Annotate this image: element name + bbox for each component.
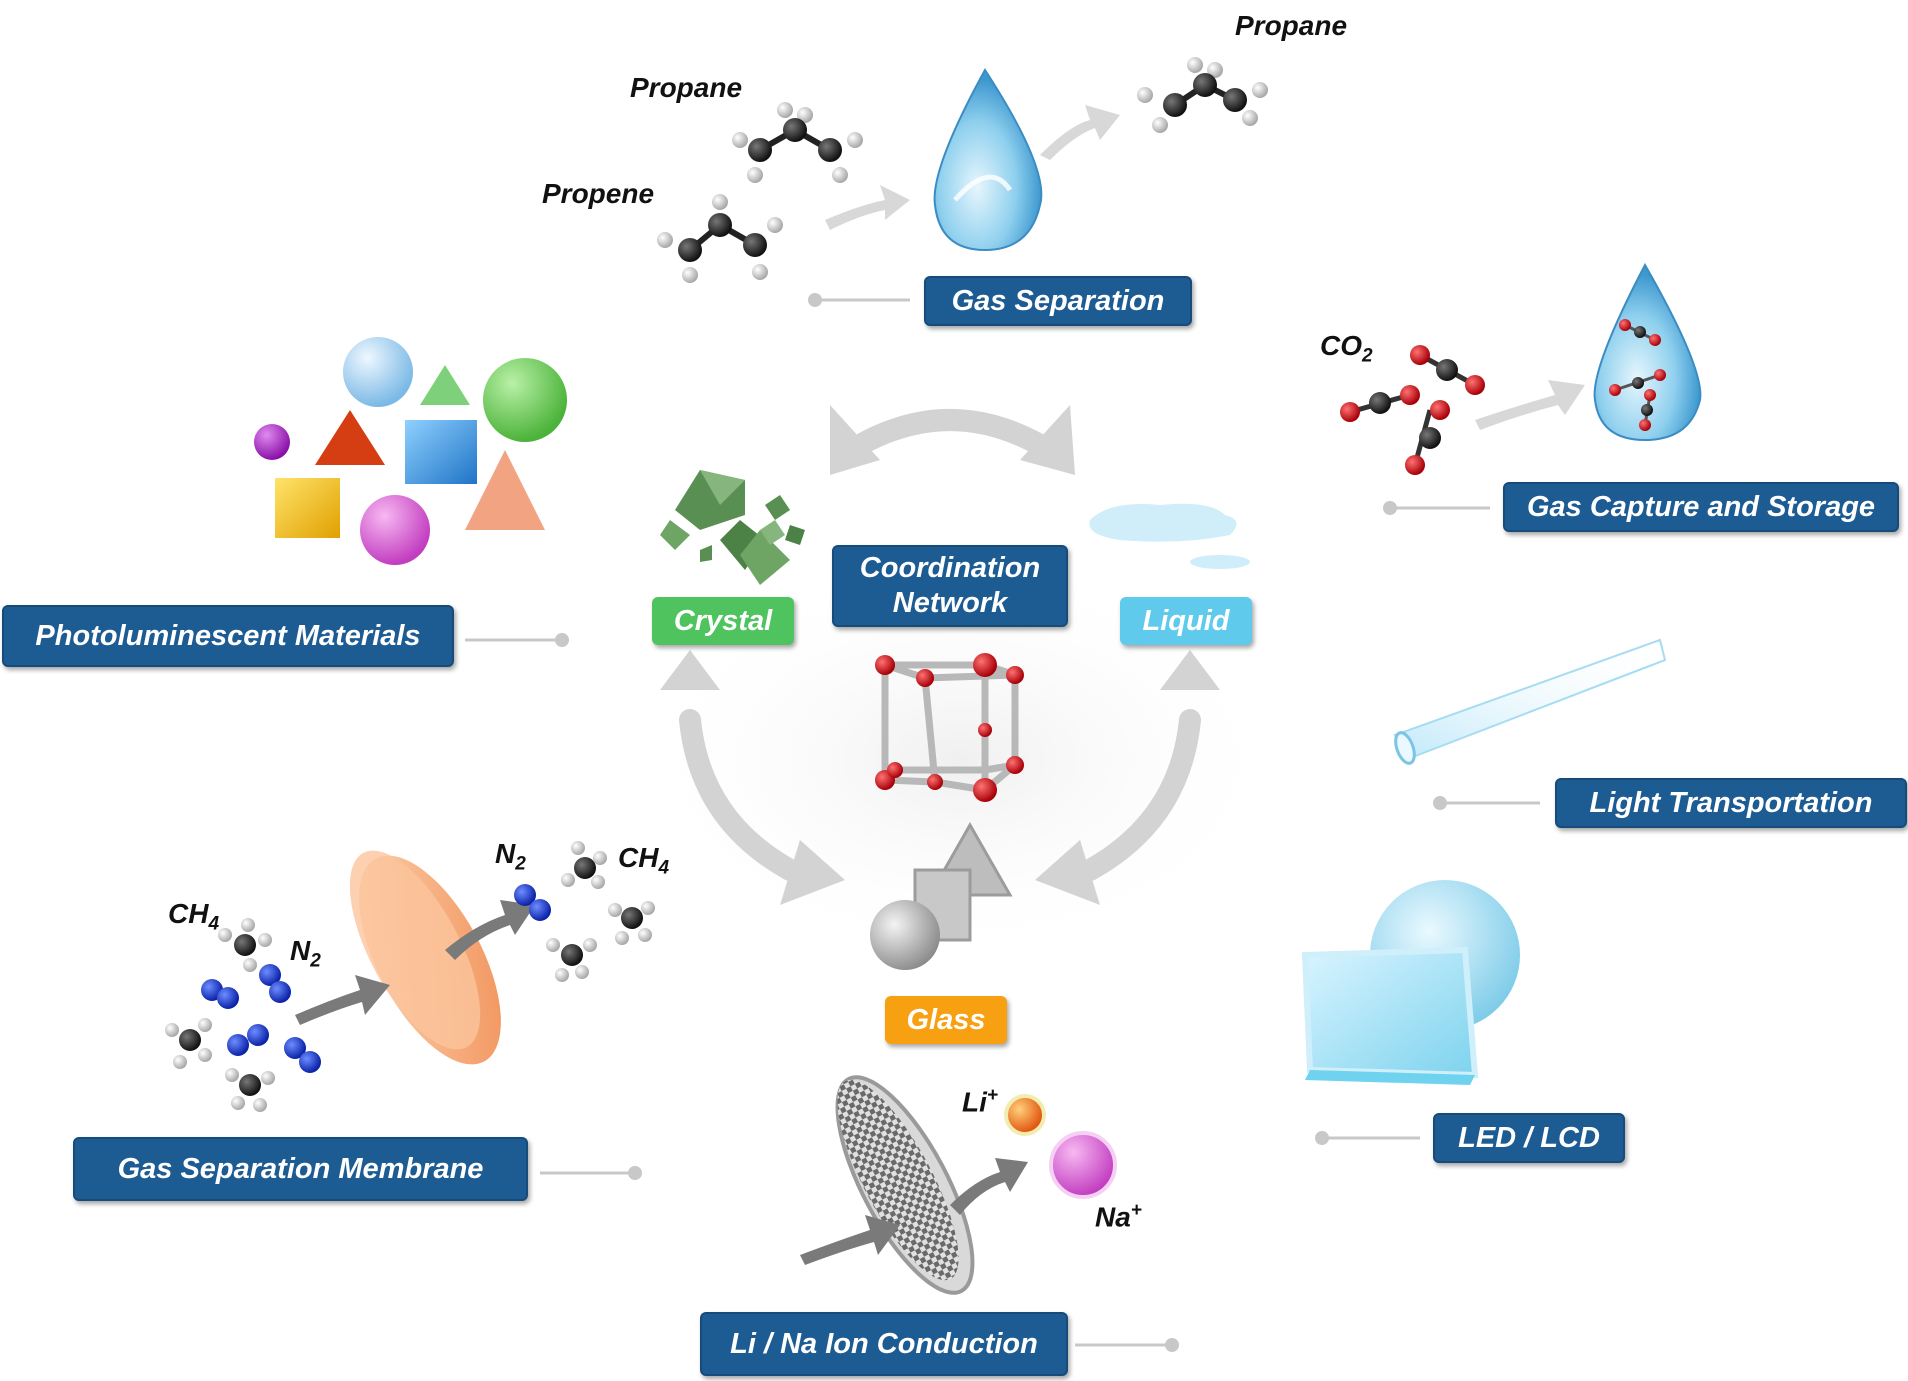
membrane-arrows	[295, 900, 535, 1025]
ch4-molecules-left	[165, 918, 275, 1112]
membrane-disk	[349, 850, 501, 1065]
ion-arrows	[800, 1158, 1028, 1265]
co2-arrow	[1475, 380, 1585, 430]
propene-label: Propene	[542, 178, 655, 209]
glass-shapes	[870, 821, 1013, 970]
photoluminescent-shapes	[254, 337, 567, 565]
na-label: Na+	[1095, 1200, 1142, 1233]
propene-molecule	[657, 194, 783, 283]
label-led-lcd: LED / LCD	[1433, 1113, 1625, 1163]
cycle-arrows	[679, 409, 1201, 881]
na-ion	[1049, 1131, 1117, 1199]
gas-capture-drop	[1593, 262, 1702, 442]
n2-label-right: N2	[495, 838, 526, 875]
label-ion-conduction: Li / Na Ion Conduction	[700, 1312, 1068, 1376]
co2-molecules	[1340, 345, 1485, 475]
liquid-puddle	[1089, 503, 1250, 569]
n2-label-left: N2	[290, 935, 321, 972]
li-ion	[1004, 1094, 1046, 1136]
label-glass: Glass	[885, 996, 1007, 1044]
gas-separation-drop	[933, 68, 1043, 252]
label-gas-capture-storage: Gas Capture and Storage	[1503, 482, 1899, 532]
light-tube	[1393, 638, 1667, 765]
gas-separation-arrows	[825, 105, 1120, 230]
ch4-molecules-right	[546, 841, 655, 982]
propane-label-right: Propane	[1235, 10, 1348, 41]
ch4-label-left: CH4	[168, 898, 220, 935]
crystal-shapes	[660, 470, 805, 585]
label-photoluminescent-materials: Photoluminescent Materials	[2, 605, 454, 667]
coordination-network-cube	[875, 653, 1024, 802]
label-liquid: Liquid	[1120, 597, 1252, 645]
label-gas-separation: Gas Separation	[924, 276, 1192, 326]
led-lcd-graphic	[1301, 870, 1530, 1085]
label-crystal: Crystal	[652, 597, 794, 645]
cycle-arrowheads	[660, 405, 1220, 905]
propane-molecule-left	[732, 102, 863, 183]
propane-label-left: Propane	[630, 72, 743, 103]
n2-molecule-right	[514, 884, 551, 921]
co2-label: CO2	[1320, 330, 1373, 367]
label-light-transportation: Light Transportation	[1555, 778, 1907, 828]
connector-lines	[465, 293, 1540, 1352]
ion-disk	[835, 1075, 975, 1295]
label-coordination-network: Coordination Network	[832, 545, 1068, 627]
label-gas-separation-membrane: Gas Separation Membrane	[73, 1137, 528, 1201]
ch4-label-right: CH4	[618, 842, 670, 879]
propane-molecule-right	[1137, 57, 1268, 133]
li-label: Li+	[962, 1085, 998, 1118]
n2-molecules-left	[201, 964, 321, 1073]
